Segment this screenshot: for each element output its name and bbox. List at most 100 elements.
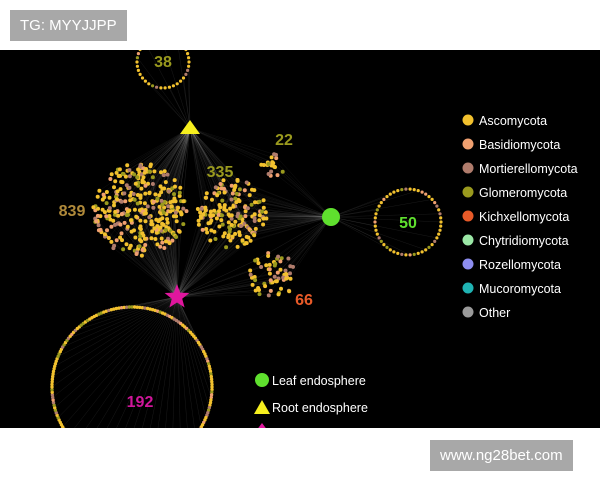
cluster-label-50: 50 bbox=[399, 215, 417, 232]
cluster-839-node bbox=[136, 167, 141, 172]
cluster-38-node bbox=[181, 76, 186, 80]
cluster-839-node bbox=[124, 242, 129, 247]
cluster-335-node bbox=[205, 230, 210, 235]
cluster-839-node bbox=[150, 229, 155, 234]
cluster-66-node bbox=[266, 254, 271, 258]
cluster-50-node bbox=[396, 189, 400, 193]
cluster-335-node bbox=[252, 219, 257, 223]
cluster-335-node bbox=[226, 235, 231, 240]
cluster-839-node bbox=[115, 189, 120, 194]
cluster-192-node bbox=[138, 305, 142, 310]
cluster-335-node bbox=[226, 220, 231, 225]
root-endosphere-hub bbox=[180, 120, 200, 134]
cluster-335-node bbox=[235, 214, 240, 219]
cluster-50-node bbox=[416, 189, 420, 193]
cluster-839-node bbox=[160, 240, 165, 245]
cluster-192-node bbox=[209, 372, 213, 376]
cluster-839-node bbox=[147, 169, 152, 174]
cluster-66-node bbox=[267, 267, 272, 272]
cluster-839-node bbox=[142, 170, 147, 175]
cluster-22-node bbox=[274, 156, 279, 161]
cluster-839-node bbox=[119, 179, 124, 184]
cluster-66-node bbox=[268, 278, 273, 283]
cluster-50-node bbox=[396, 251, 400, 255]
cluster-839-node bbox=[108, 177, 113, 181]
cluster-50-node bbox=[375, 208, 379, 212]
cluster-335-node bbox=[237, 233, 242, 238]
cluster-839-node bbox=[143, 219, 148, 224]
cluster-335-node bbox=[230, 191, 235, 196]
cluster-38-node bbox=[187, 60, 191, 64]
cluster-839-node bbox=[151, 199, 156, 204]
cluster-22-node bbox=[266, 172, 271, 176]
cluster-839-node bbox=[129, 218, 133, 223]
cluster-839-node bbox=[118, 187, 123, 192]
cluster-335-node bbox=[217, 203, 222, 207]
leaf-endosphere-hub bbox=[322, 208, 340, 226]
cluster-label-66: 66 bbox=[295, 292, 313, 309]
cluster-335-node bbox=[203, 195, 208, 200]
legend-label-mortierellomycota: Mortierellomycota bbox=[479, 162, 578, 176]
cluster-192-node bbox=[210, 382, 214, 387]
cluster-335-node bbox=[208, 209, 213, 214]
cluster-839-node bbox=[169, 204, 174, 209]
cluster-335-node bbox=[252, 188, 257, 193]
cluster-66-node bbox=[252, 275, 257, 279]
cluster-50-node bbox=[404, 187, 408, 191]
cluster-839-node bbox=[96, 223, 101, 228]
cluster-839-node bbox=[119, 212, 124, 216]
cluster-50-node bbox=[433, 239, 437, 243]
legend-dot-basidiomycota bbox=[462, 138, 474, 150]
cluster-839-node bbox=[147, 190, 152, 195]
cluster-38-node bbox=[184, 50, 188, 52]
cluster-335-node bbox=[212, 208, 217, 213]
cluster-839-node bbox=[143, 191, 148, 196]
cluster-839-node bbox=[112, 185, 116, 190]
cluster-839-node bbox=[144, 167, 148, 171]
cluster-839-node bbox=[101, 192, 106, 197]
cluster-335-node bbox=[222, 190, 227, 195]
cluster-66-node bbox=[275, 270, 280, 275]
cluster-839-node bbox=[127, 168, 132, 173]
cluster-839-node bbox=[113, 222, 117, 227]
cluster-839-node bbox=[143, 243, 148, 247]
cluster-839-node bbox=[115, 197, 119, 202]
cluster-335-node bbox=[195, 207, 200, 211]
cluster-38-node bbox=[163, 86, 167, 90]
cluster-839-node bbox=[134, 252, 139, 256]
cluster-839-node bbox=[133, 235, 138, 240]
cluster-38-node bbox=[136, 68, 140, 72]
phylum-legend: Ascomycota Basidiomycota Mortierellomyco… bbox=[462, 114, 578, 320]
cluster-839-node bbox=[143, 183, 148, 188]
cluster-335-node bbox=[224, 245, 229, 250]
legend-label-basidiomycota: Basidiomycota bbox=[479, 138, 560, 152]
cluster-50-node bbox=[400, 252, 404, 256]
cluster-335-node bbox=[237, 187, 242, 192]
cluster-335-node bbox=[233, 196, 238, 201]
cluster-192-node bbox=[135, 305, 139, 309]
cluster-192-node bbox=[117, 306, 121, 310]
cluster-50-node bbox=[379, 239, 383, 243]
cluster-839-node bbox=[177, 190, 182, 195]
cluster-192-node bbox=[132, 305, 137, 309]
cluster-192-node bbox=[198, 427, 202, 428]
cluster-839-node bbox=[125, 163, 130, 168]
cluster-335-node bbox=[220, 222, 225, 227]
cluster-192-node bbox=[122, 305, 126, 310]
cluster-839-node bbox=[152, 169, 157, 174]
cluster-839-node bbox=[168, 200, 173, 205]
cluster-335-node bbox=[261, 205, 266, 210]
cluster-839-node bbox=[173, 184, 177, 189]
cluster-50-node bbox=[377, 236, 381, 240]
cluster-192-node bbox=[130, 305, 134, 309]
legend-label-root-endosphere: Root endosphere bbox=[272, 401, 368, 415]
cluster-335-node bbox=[212, 229, 217, 234]
cluster-38-node bbox=[138, 50, 142, 52]
cluster-839-node bbox=[122, 220, 127, 225]
cluster-50-node bbox=[424, 248, 428, 252]
cluster-50-node bbox=[373, 220, 377, 224]
cluster-66-node bbox=[248, 272, 253, 277]
cluster-66-node bbox=[256, 286, 261, 290]
cluster-22-node bbox=[269, 155, 274, 160]
cluster-839-node bbox=[159, 190, 164, 195]
